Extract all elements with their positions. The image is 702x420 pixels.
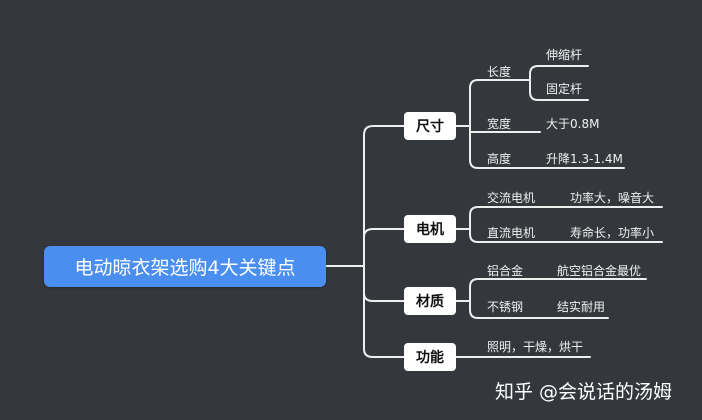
item-aluminum: 铝合金 bbox=[487, 264, 524, 278]
detail-height: 升降1.3-1.4M bbox=[546, 152, 623, 166]
item-height: 高度 bbox=[487, 152, 512, 166]
detail-ac-motor: 功率大，噪音大 bbox=[570, 191, 655, 205]
branch-motor: 电机 bbox=[404, 215, 456, 243]
branch-function: 功能 bbox=[404, 343, 456, 371]
detail-fixed-rod: 固定杆 bbox=[546, 82, 583, 96]
detail-stainless-steel: 结实耐用 bbox=[557, 300, 606, 314]
detail-width: 大于0.8M bbox=[546, 117, 600, 131]
root-topic: 电动晾衣架选购4大关键点 bbox=[44, 246, 326, 287]
detail-telescopic-rod: 伸缩杆 bbox=[546, 48, 583, 62]
item-width: 宽度 bbox=[487, 117, 512, 131]
branch-material: 材质 bbox=[404, 287, 456, 315]
branch-size: 尺寸 bbox=[404, 112, 456, 140]
item-functions: 照明，干燥，烘干 bbox=[487, 340, 584, 354]
item-ac-motor: 交流电机 bbox=[487, 191, 536, 205]
item-length: 长度 bbox=[487, 65, 512, 79]
watermark: 知乎 @会说话的汤姆 bbox=[495, 381, 673, 403]
detail-aluminum: 航空铝合金最优 bbox=[557, 264, 642, 278]
item-dc-motor: 直流电机 bbox=[487, 226, 536, 240]
item-stainless-steel: 不锈钢 bbox=[487, 300, 524, 314]
detail-dc-motor: 寿命长，功率小 bbox=[570, 226, 655, 240]
